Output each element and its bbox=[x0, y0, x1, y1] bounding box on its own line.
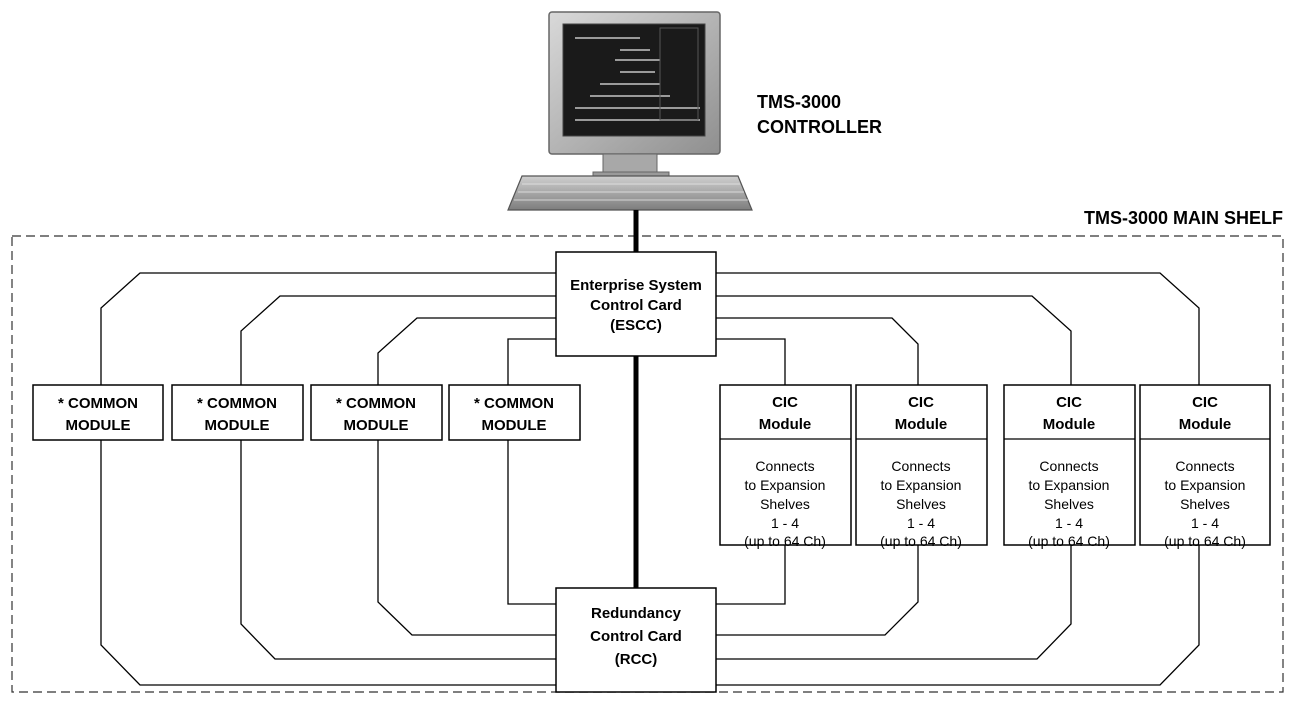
rcc-line2: Control Card bbox=[590, 628, 682, 645]
cic-desc-line: Shelves bbox=[896, 496, 946, 512]
cic-title-line2: Module bbox=[1179, 416, 1232, 433]
cic-desc-line: Shelves bbox=[1180, 496, 1230, 512]
cic-title-line2: Module bbox=[895, 416, 948, 433]
cic-title-line2: Module bbox=[759, 416, 812, 433]
cic-desc-line: Connects bbox=[891, 458, 950, 474]
cic-desc-line: to Expansion bbox=[1165, 477, 1246, 493]
cic-module: CIC Module Connects to Expansion Shelves… bbox=[1003, 384, 1136, 549]
common-module: * COMMON MODULE bbox=[310, 384, 443, 441]
cic-desc-line: 1 - 4 bbox=[1191, 515, 1219, 531]
common-module-line2: MODULE bbox=[66, 417, 131, 434]
rcc-line3: (RCC) bbox=[615, 651, 658, 668]
main-shelf-border bbox=[11, 235, 1284, 693]
controller-label-line2: CONTROLLER bbox=[757, 117, 882, 137]
common-module: * COMMON MODULE bbox=[32, 384, 164, 441]
common-module-line1: * COMMON bbox=[474, 395, 554, 412]
rcc-card: Redundancy Control Card (RCC) bbox=[555, 587, 717, 693]
cic-desc-line: Connects bbox=[1039, 458, 1098, 474]
cic-module: CIC Module Connects to Expansion Shelves… bbox=[1139, 384, 1271, 549]
cic-desc-line: 1 - 4 bbox=[771, 515, 799, 531]
computer-icon bbox=[507, 11, 753, 211]
cic-desc-line: 1 - 4 bbox=[1055, 515, 1083, 531]
escc-line1: Enterprise System bbox=[570, 277, 702, 294]
cic-desc-line: to Expansion bbox=[1029, 477, 1110, 493]
common-module: * COMMON MODULE bbox=[448, 384, 581, 441]
cic-desc-line: to Expansion bbox=[745, 477, 826, 493]
common-module: * COMMON MODULE bbox=[171, 384, 304, 441]
connection-lines bbox=[100, 210, 1200, 686]
cic-title-line1: CIC bbox=[908, 394, 934, 411]
common-module-line1: * COMMON bbox=[58, 395, 138, 412]
controller-label-line1: TMS-3000 bbox=[757, 92, 841, 112]
cic-desc-line: (up to 64 Ch) bbox=[1028, 533, 1110, 549]
cic-title-line1: CIC bbox=[772, 394, 798, 411]
escc-card: Enterprise System Control Card (ESCC) bbox=[555, 251, 717, 357]
cic-desc-line: Connects bbox=[1175, 458, 1234, 474]
cic-desc-line: 1 - 4 bbox=[907, 515, 935, 531]
cic-desc-line: Shelves bbox=[760, 496, 810, 512]
cic-module: CIC Module Connects to Expansion Shelves… bbox=[719, 384, 852, 549]
cic-title-line2: Module bbox=[1043, 416, 1096, 433]
escc-line2: Control Card bbox=[590, 297, 682, 314]
rcc-line1: Redundancy bbox=[591, 605, 682, 622]
cic-desc-line: Shelves bbox=[1044, 496, 1094, 512]
common-module-line1: * COMMON bbox=[336, 395, 416, 412]
cic-title-line1: CIC bbox=[1056, 394, 1082, 411]
common-module-line1: * COMMON bbox=[197, 395, 277, 412]
common-module-line2: MODULE bbox=[344, 417, 409, 434]
common-module-line2: MODULE bbox=[205, 417, 270, 434]
common-module-line2: MODULE bbox=[482, 417, 547, 434]
cic-desc-line: (up to 64 Ch) bbox=[744, 533, 826, 549]
cic-desc-line: (up to 64 Ch) bbox=[1164, 533, 1246, 549]
cic-desc-line: to Expansion bbox=[881, 477, 962, 493]
shelf-label: TMS-3000 MAIN SHELF bbox=[1084, 208, 1283, 228]
cic-title-line1: CIC bbox=[1192, 394, 1218, 411]
cic-desc-line: (up to 64 Ch) bbox=[880, 533, 962, 549]
cic-desc-line: Connects bbox=[755, 458, 814, 474]
escc-line3: (ESCC) bbox=[610, 317, 662, 334]
cic-module: CIC Module Connects to Expansion Shelves… bbox=[855, 384, 988, 549]
